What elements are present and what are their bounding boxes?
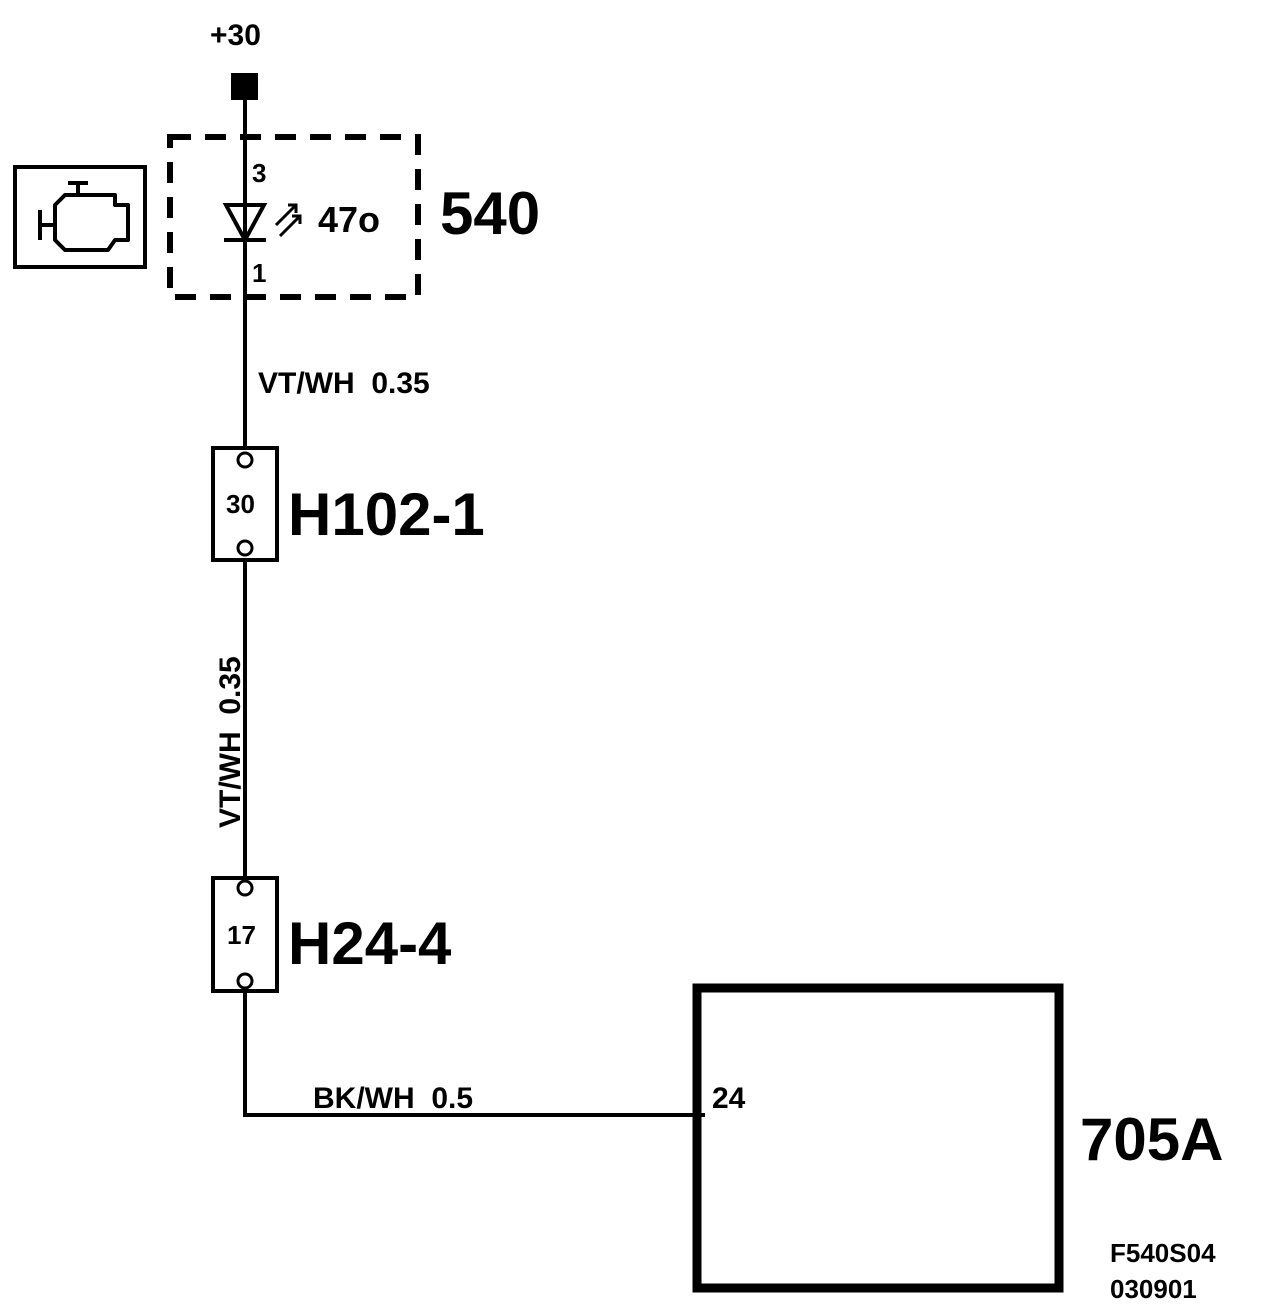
connector-b-id: H24-4 bbox=[288, 910, 452, 977]
lamp-pin-bottom: 1 bbox=[252, 258, 266, 288]
connector-a-id: H102-1 bbox=[288, 481, 485, 548]
connector-h24-4 bbox=[211, 876, 279, 993]
lamp-pin-top: 3 bbox=[252, 158, 266, 188]
wire-h24-to-module bbox=[243, 991, 705, 1117]
lamp-component-id: 540 bbox=[440, 180, 540, 247]
engine-check-icon bbox=[13, 165, 147, 269]
led-symbol-icon bbox=[222, 203, 302, 245]
supply-terminal bbox=[231, 73, 258, 100]
module-id: 705A bbox=[1080, 1106, 1223, 1173]
drawing-date: 030901 bbox=[1110, 1274, 1197, 1304]
connector-a-pin: 30 bbox=[226, 489, 255, 519]
connector-b-pin: 17 bbox=[227, 920, 256, 950]
wire-1-label: VT/WH 0.35 bbox=[258, 367, 430, 400]
module-box bbox=[692, 983, 1064, 1293]
supply-label: +30 bbox=[210, 19, 261, 52]
module-pin: 24 bbox=[712, 1082, 746, 1115]
lamp-component-box bbox=[167, 134, 421, 300]
wire-2-label: VT/WH 0.35 bbox=[214, 656, 247, 828]
lamp-symbol-code: 47o bbox=[318, 199, 380, 240]
drawing-code: F540S04 bbox=[1110, 1238, 1216, 1268]
wire-3-label: BK/WH 0.5 bbox=[313, 1082, 473, 1115]
